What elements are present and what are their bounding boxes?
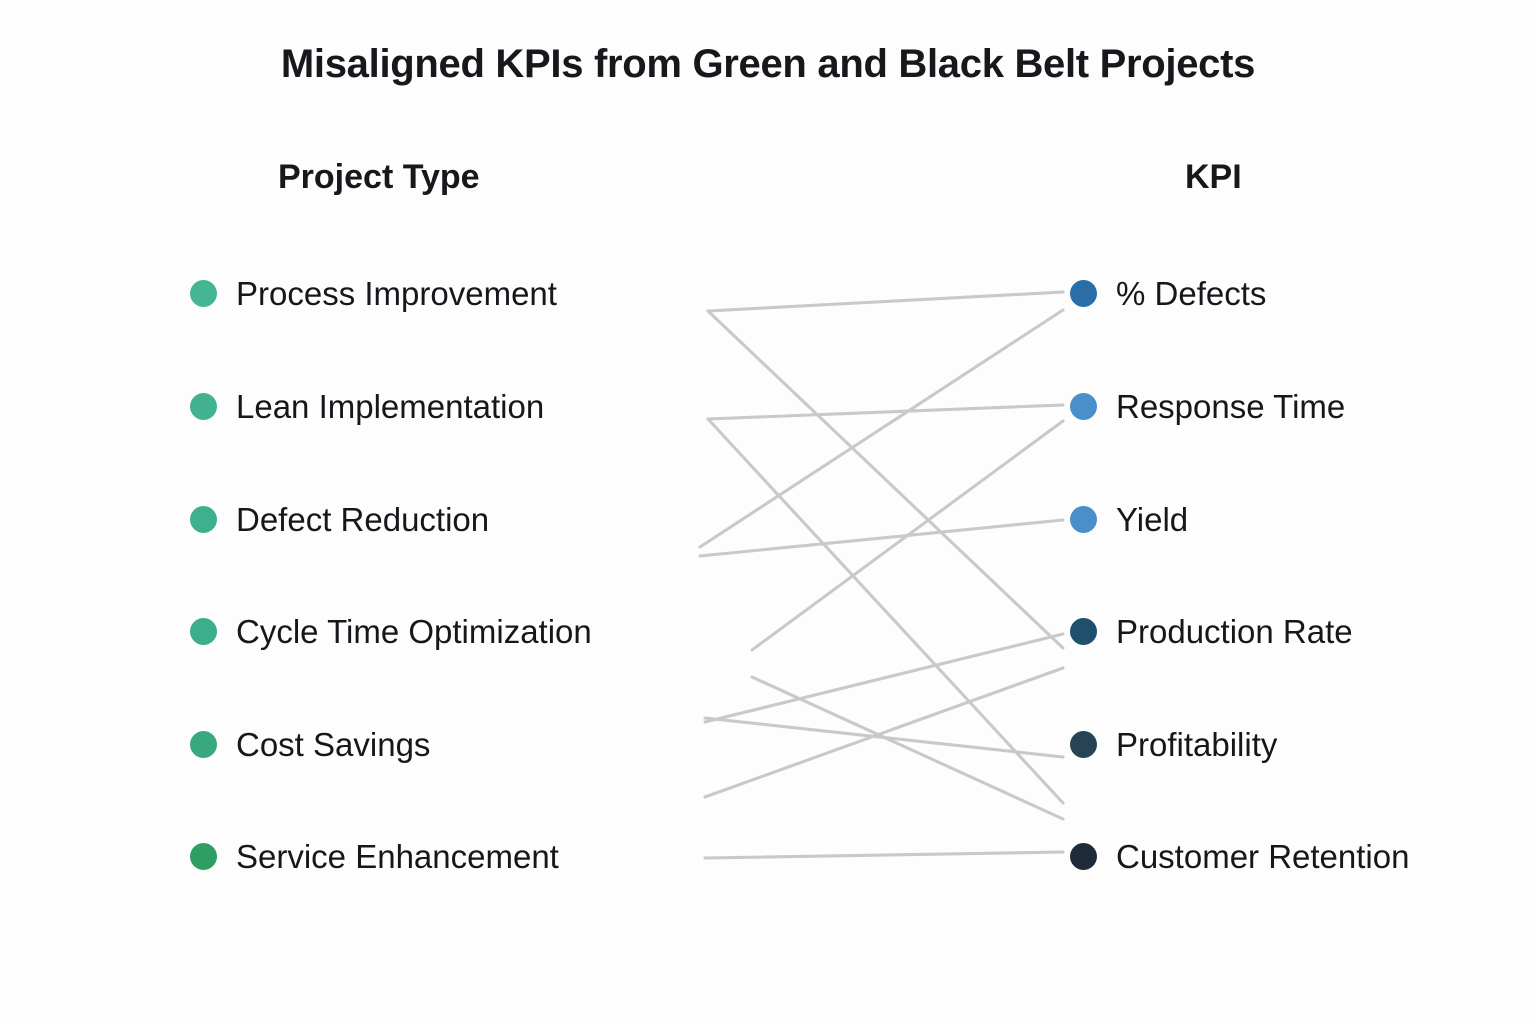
link-line bbox=[703, 850, 1065, 860]
project-type-node[interactable]: Cycle Time Optimization bbox=[190, 609, 592, 653]
link-line bbox=[706, 290, 1065, 313]
project-type-node-label: Service Enhancement bbox=[236, 837, 559, 875]
link-line bbox=[703, 716, 1065, 759]
kpi-node-label: Profitability bbox=[1116, 725, 1278, 763]
link-line bbox=[750, 675, 1065, 821]
node-dot-icon bbox=[1070, 279, 1097, 307]
link-line bbox=[698, 518, 1065, 558]
kpi-node[interactable]: Customer Retention bbox=[1070, 834, 1409, 878]
link-line bbox=[750, 419, 1065, 652]
link-line bbox=[706, 417, 1065, 805]
project-type-node-label: Cycle Time Optimization bbox=[236, 612, 592, 650]
project-type-node[interactable]: Defect Reduction bbox=[190, 497, 489, 541]
node-dot-icon bbox=[1070, 392, 1097, 420]
project-type-node[interactable]: Service Enhancement bbox=[190, 834, 559, 878]
kpi-node[interactable]: Production Rate bbox=[1070, 609, 1353, 653]
kpi-node-label: Customer Retention bbox=[1116, 837, 1410, 875]
kpi-node-label: Response Time bbox=[1116, 387, 1346, 425]
project-type-node[interactable]: Lean Implementation bbox=[190, 384, 544, 428]
project-type-node-label: Lean Implementation bbox=[236, 387, 545, 425]
kpi-node[interactable]: Yield bbox=[1070, 497, 1188, 541]
kpi-node[interactable]: Profitability bbox=[1070, 722, 1277, 766]
link-line bbox=[698, 308, 1065, 549]
node-dot-icon bbox=[1070, 505, 1097, 533]
node-dot-icon bbox=[1070, 730, 1097, 758]
link-line bbox=[703, 666, 1065, 799]
node-dot-icon bbox=[190, 392, 217, 420]
project-type-node[interactable]: Cost Savings bbox=[190, 722, 430, 766]
node-dot-icon bbox=[190, 617, 217, 645]
kpi-node-label: % Defects bbox=[1116, 274, 1267, 312]
column-header-kpi: KPI bbox=[1185, 158, 1242, 196]
kpi-node-label: Production Rate bbox=[1116, 612, 1353, 650]
link-line bbox=[706, 309, 1065, 650]
kpi-node-label: Yield bbox=[1116, 500, 1189, 538]
project-type-node-label: Process Improvement bbox=[236, 274, 557, 312]
link-line bbox=[703, 632, 1065, 724]
node-dot-icon bbox=[1070, 842, 1097, 870]
project-type-node-label: Cost Savings bbox=[236, 725, 431, 763]
link-line bbox=[706, 403, 1065, 421]
page-title: Misaligned KPIs from Green and Black Bel… bbox=[280, 42, 1256, 86]
column-header-project-type: Project Type bbox=[278, 158, 480, 196]
node-dot-icon bbox=[190, 505, 217, 533]
node-dot-icon bbox=[190, 279, 217, 307]
kpi-node[interactable]: Response Time bbox=[1070, 384, 1345, 428]
node-dot-icon bbox=[190, 842, 217, 870]
project-type-node[interactable]: Process Improvement bbox=[190, 271, 557, 315]
node-dot-icon bbox=[190, 730, 217, 758]
node-dot-icon bbox=[1070, 617, 1097, 645]
kpi-node[interactable]: % Defects bbox=[1070, 271, 1266, 315]
project-type-node-label: Defect Reduction bbox=[236, 500, 490, 538]
